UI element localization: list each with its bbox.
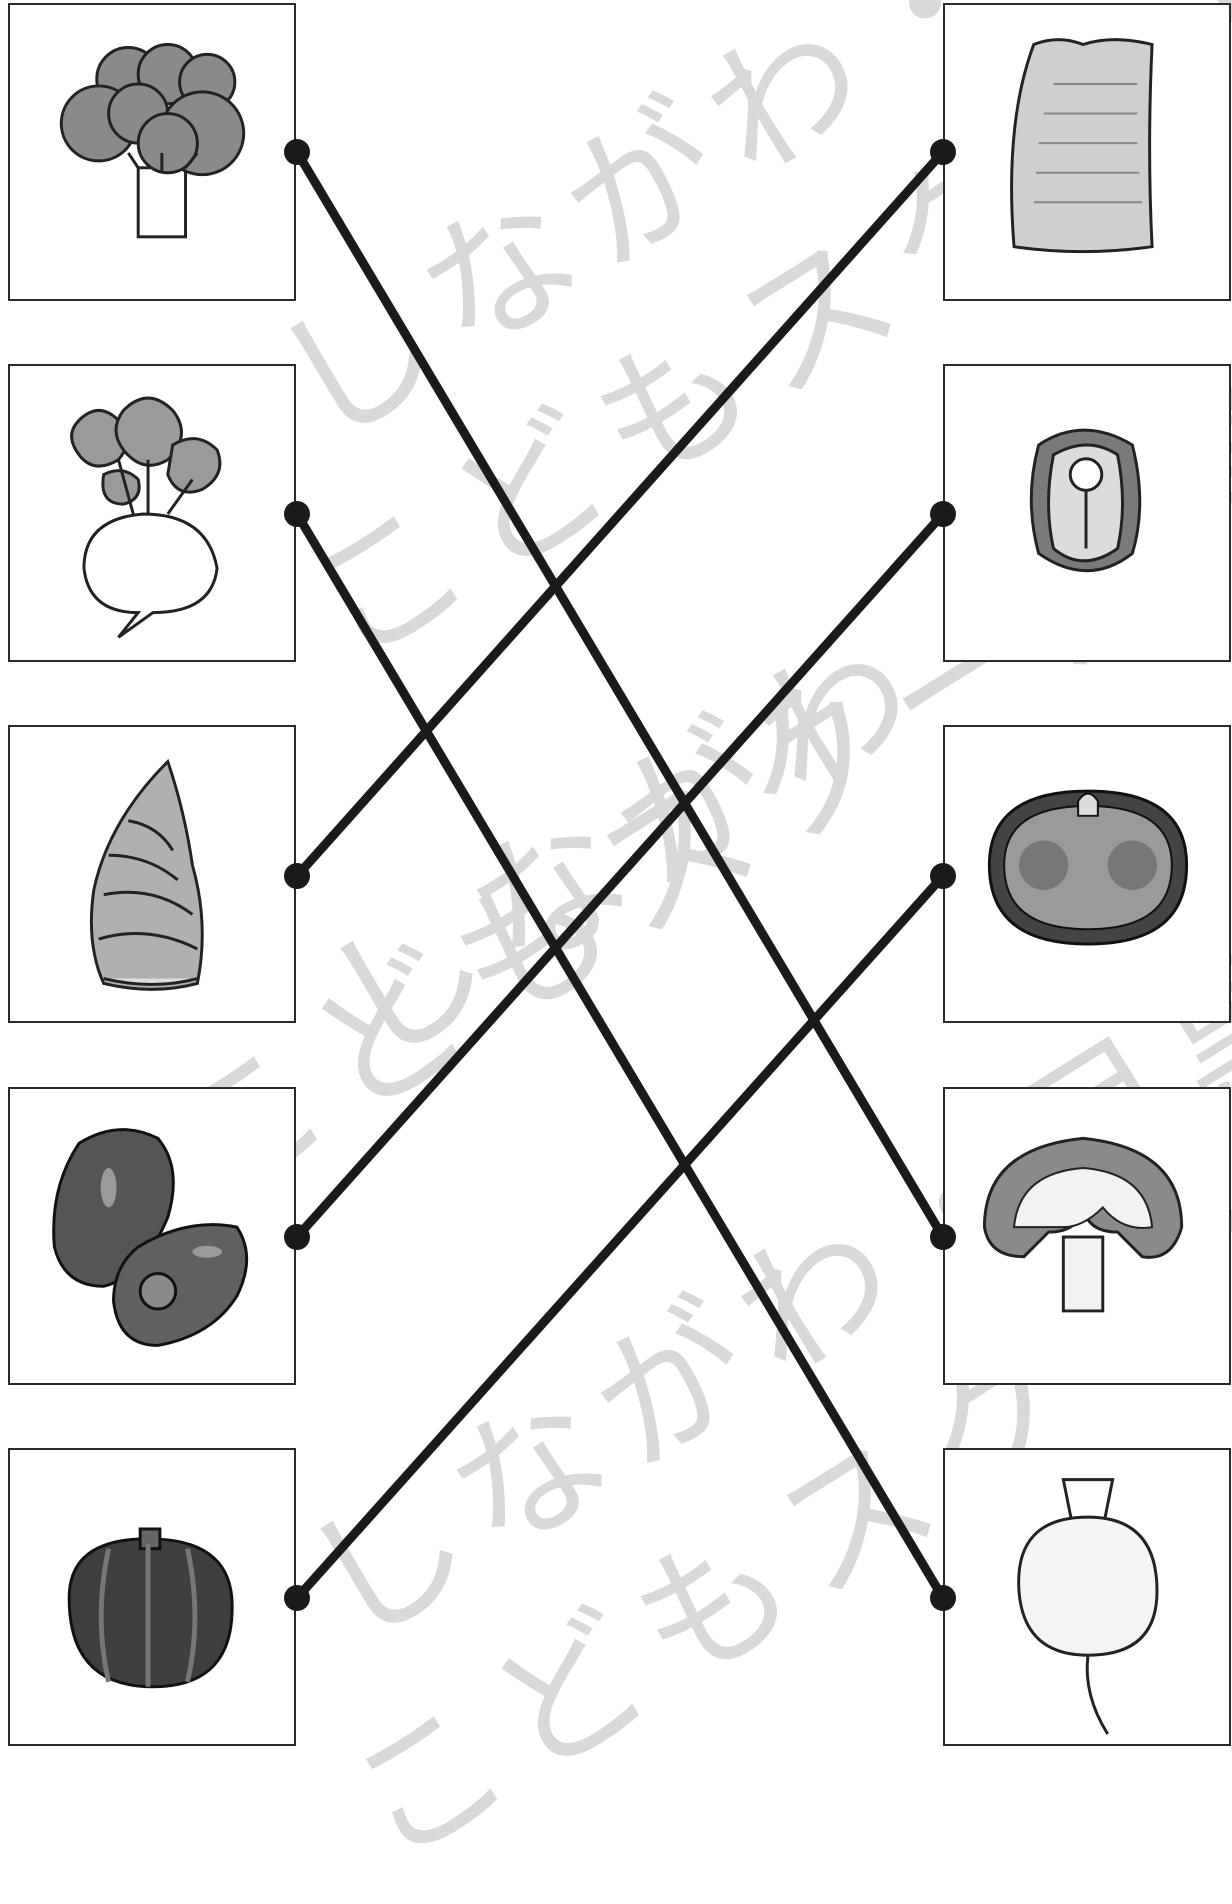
match-line-2 [297, 514, 943, 1598]
left-dot-5[interactable] [284, 1585, 310, 1611]
match-line-1 [297, 152, 943, 1237]
right-dot-4[interactable] [930, 1224, 956, 1250]
right-dot-5[interactable] [930, 1585, 956, 1611]
match-line-3 [297, 152, 943, 876]
connection-lines [0, 0, 1232, 1744]
left-dot-1[interactable] [284, 139, 310, 165]
left-dot-3[interactable] [284, 863, 310, 889]
right-dot-1[interactable] [930, 139, 956, 165]
right-dot-2[interactable] [930, 501, 956, 527]
left-dot-2[interactable] [284, 501, 310, 527]
match-line-5 [297, 876, 943, 1598]
right-dot-3[interactable] [930, 863, 956, 889]
left-dot-4[interactable] [284, 1224, 310, 1250]
match-line-4 [297, 514, 943, 1237]
